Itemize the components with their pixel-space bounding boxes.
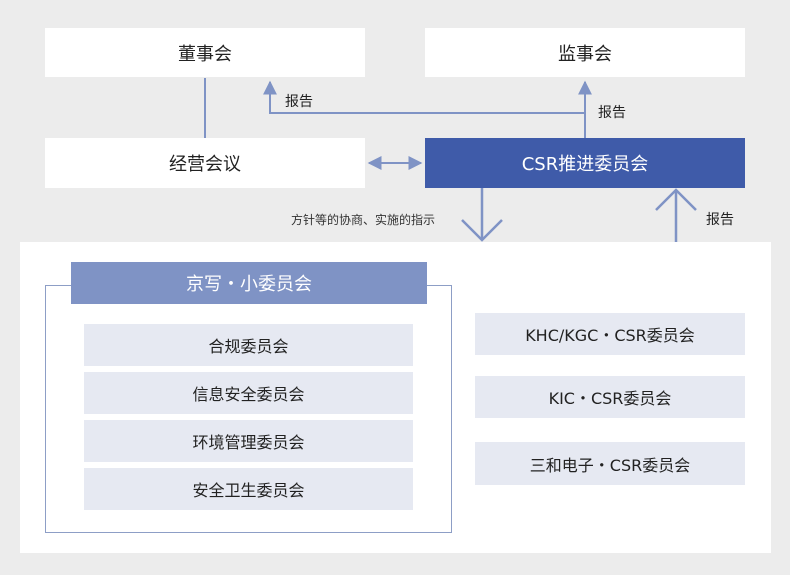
compliance-committee: 合规委员会 — [84, 324, 413, 366]
sanwa-csr-committee: 三和电子・CSR委员会 — [475, 442, 745, 485]
kyosha-group-title: 京写・小委员会 — [71, 262, 427, 304]
report-label-left: 报告 — [285, 94, 313, 110]
policy-label: 方针等的协商、实施的指示 — [291, 213, 436, 227]
report-to-board-arrow — [263, 80, 585, 114]
csr-committee-box: CSR推进委员会 — [425, 138, 745, 188]
kic-csr-committee: KIC・CSR委员会 — [475, 376, 745, 418]
env-management-committee: 环境管理委员会 — [84, 420, 413, 462]
board-box: 董事会 — [45, 28, 365, 77]
policy-down-arrowhead — [461, 219, 503, 242]
report-label-bottom: 报告 — [706, 212, 734, 228]
report-up-arrowhead — [655, 188, 697, 211]
info-security-committee: 信息安全委员会 — [84, 372, 413, 414]
management-box: 经营会议 — [45, 138, 365, 188]
report-label-right: 报告 — [598, 105, 626, 121]
safety-health-committee: 安全卫生委员会 — [84, 468, 413, 510]
khc-kgc-csr-committee: KHC/KGC・CSR委员会 — [475, 313, 745, 355]
audit-box: 监事会 — [425, 28, 745, 77]
